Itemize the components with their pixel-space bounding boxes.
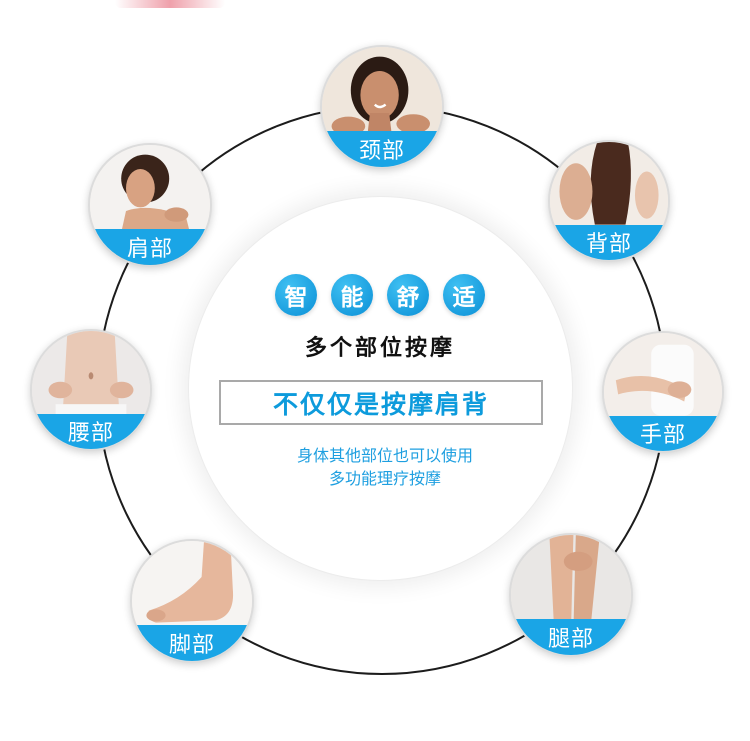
neck-label: 颈部	[322, 131, 442, 167]
leg-label: 腿部	[511, 619, 631, 655]
feature-bubble: 适	[443, 274, 485, 316]
feature-bubbles: 智 能 舒 适	[275, 274, 485, 320]
headline: 不仅仅是按摩肩背	[272, 389, 489, 419]
body-part-neck: 颈部	[320, 45, 444, 169]
feature-bubble: 舒	[387, 274, 429, 316]
body-part-leg: 腿部	[509, 533, 633, 657]
body-part-back: 背部	[548, 140, 670, 262]
center-panel	[188, 196, 573, 581]
description-line-2: 多功能理疗按摩	[328, 469, 441, 488]
body-part-foot: 脚部	[130, 539, 254, 663]
shoulder-label: 肩部	[90, 229, 210, 265]
body-part-waist: 腰部	[30, 329, 152, 451]
feature-bubble: 能	[331, 274, 373, 316]
waist-label: 腰部	[32, 413, 150, 449]
headline-box: 不仅仅是按摩肩背	[219, 380, 543, 425]
body-part-hand: 手部	[602, 331, 724, 453]
feature-bubble: 智	[275, 274, 317, 316]
subtitle: 多个部位按摩	[304, 336, 455, 361]
hand-label: 手部	[604, 415, 722, 451]
description-line-1: 身体其他部位也可以使用	[296, 446, 473, 465]
body-part-shoulder: 肩部	[88, 143, 212, 267]
foot-label: 脚部	[132, 625, 252, 661]
top-accent-decoration	[115, 0, 225, 8]
back-label: 背部	[550, 224, 668, 260]
